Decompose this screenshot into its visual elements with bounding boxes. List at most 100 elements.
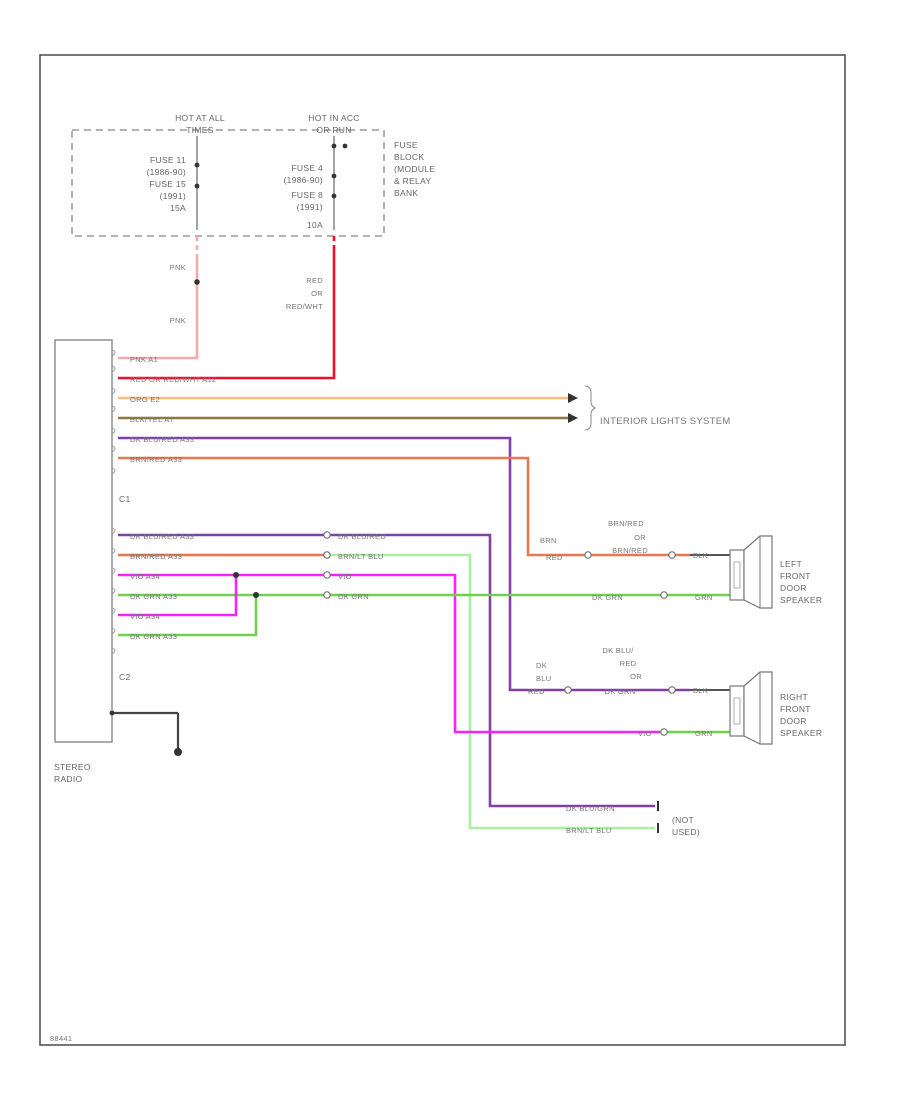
fuse-block-name-4: & RELAY: [394, 176, 431, 186]
fuse-block-name-5: BANK: [394, 188, 418, 198]
right-spk-name-3: DOOR: [780, 716, 807, 726]
c1-bracket: [111, 349, 116, 475]
fuse-b-text-4: (1991): [297, 202, 323, 212]
left-spk-connector-3: [660, 591, 668, 599]
c2-bracket: [111, 527, 116, 655]
right-spk-term-2: VIO: [638, 729, 652, 738]
c1-wire-label-2: RED OR RED/WHT A12: [130, 375, 217, 384]
org-arrow: [568, 393, 578, 403]
right-spk-connector-1: [564, 686, 572, 694]
vio-splice: [233, 572, 239, 578]
hot-in-acc-label-2: OR RUN: [316, 125, 351, 135]
pnk-inline-connector: [194, 279, 200, 285]
right-spk-name-4: SPEAKER: [780, 728, 822, 738]
brn-red-c1-wire: [118, 456, 580, 557]
fuse-b-terminal-b: [342, 143, 348, 149]
fuse-a-text-3: FUSE 15: [149, 179, 186, 189]
left-spk-connector-2: [668, 551, 676, 559]
c2-wire-label-4: DK GRN A33: [130, 592, 177, 601]
fuse-block-name-2: BLOCK: [394, 152, 424, 162]
fuse-a-text-5: 15A: [170, 203, 186, 213]
fuse-block-outline: [71, 129, 385, 237]
fuse-a-terminal-bottom: [194, 183, 200, 189]
radio-name-2: RADIO: [54, 774, 83, 784]
right-speaker-symbol: [729, 671, 773, 745]
fuse-block-name-1: FUSE: [394, 140, 418, 150]
not-used-wire-1: DK BLU/GRN: [566, 804, 615, 813]
right-spk-alt-2: RED: [620, 659, 637, 668]
vio-c2-wire-2: [118, 575, 238, 617]
fuse-a-text-2: (1986-90): [146, 167, 186, 177]
fuse-b-text-3: FUSE 8: [291, 190, 323, 200]
right-spk-wire-in-1: DK: [536, 661, 547, 670]
left-spk-alt-1: BRN/RED: [608, 519, 644, 528]
right-spk-term-2b: GRN: [695, 729, 713, 738]
splice-label-3: VIO: [338, 572, 352, 581]
connector-c1-label: C1: [119, 494, 130, 504]
hot-at-all-times-label-2: TIMES: [186, 125, 214, 135]
fuse-b-text-5: 10A: [307, 220, 323, 230]
dk-blu-red-c2-wire: [118, 533, 655, 808]
red-label-3: RED/WHT: [286, 302, 323, 311]
diagram-frame: [39, 54, 846, 1046]
left-spk-name-2: FRONT: [780, 571, 811, 581]
right-spk-term-1: BLK: [693, 686, 708, 695]
c1-wire-label-6: BRN/RED A33: [130, 455, 182, 464]
fuse-a-text-4: (1991): [160, 191, 186, 201]
dk-grn-splice: [253, 592, 259, 598]
right-spk-connector-2: [668, 686, 676, 694]
fuse-b-terminal-a: [331, 143, 337, 149]
left-spk-term-1: BLK: [693, 551, 708, 560]
splice-label-1: DK BLU/RED: [338, 532, 386, 541]
left-spk-term-2: DK GRN: [592, 593, 623, 602]
c2-wire-label-1: DK BLU/RED A33: [130, 532, 194, 541]
radio-name-1: STEREO: [54, 762, 91, 772]
fuse-b-terminal-top: [331, 173, 337, 179]
c2-wire-label-6: DK GRN A33: [130, 632, 177, 641]
right-spk-connector-3: [660, 728, 668, 736]
red-label-1: RED: [306, 276, 323, 285]
footer-code: 88441: [50, 1034, 72, 1043]
left-spk-name-3: DOOR: [780, 583, 807, 593]
c1-wire-label-5: DK BLU/RED A33: [130, 435, 194, 444]
fuse-b-text-1: FUSE 4: [291, 163, 323, 173]
right-spk-wire-in-3: RED: [528, 687, 545, 696]
left-spk-name-4: SPEAKER: [780, 595, 822, 605]
c1-wire-label-3: ORG E2: [130, 395, 160, 404]
fuse-b-text-2: (1986-90): [283, 175, 323, 185]
vio-c2-wire: [118, 573, 660, 734]
pnk-label-upper: PNK: [170, 263, 186, 272]
left-speaker-symbol: [729, 535, 773, 609]
left-spk-alt-2: OR: [634, 533, 646, 542]
left-spk-connector-1: [584, 551, 592, 559]
splice-label-4: DK GRN: [338, 592, 369, 601]
fuse-a-terminal-top: [194, 162, 200, 168]
fuse-a-text-1: FUSE 11: [150, 155, 186, 165]
right-spk-name-2: FRONT: [780, 704, 811, 714]
connector-c2-label: C2: [119, 672, 130, 682]
not-used-label-1: (NOT: [672, 815, 694, 825]
red-label-2: OR: [311, 289, 323, 298]
dk-grn-c2-wire-2: [118, 595, 258, 637]
ground-symbol: [174, 748, 182, 756]
right-spk-alt-1: DK BLU/: [602, 646, 634, 655]
left-spk-wire-in-1: BRN: [540, 536, 557, 545]
hot-in-acc-label-1: HOT IN ACC: [308, 113, 360, 123]
c1-wire-label-4: BLK/YEL A7: [130, 415, 174, 424]
right-spk-alt-3: OR: [630, 672, 642, 681]
not-used-label-2: USED): [672, 827, 700, 837]
c2-wire-label-5: VIO A34: [130, 612, 160, 621]
not-used-wire-2: BRN/LT BLU: [566, 826, 612, 835]
c1-wire-labels: PNK A1 RED OR RED/WHT A12 ORG E2 BLK/YEL…: [130, 355, 217, 464]
splice-connector-4: [323, 591, 331, 599]
radio-ground-pin: [109, 710, 115, 716]
c2-wire-label-2: BRN/RED A33: [130, 552, 182, 561]
left-spk-alt-3: BRN/RED: [612, 546, 648, 555]
splice-connector-2: [323, 551, 331, 559]
hot-at-all-times-label-1: HOT AT ALL: [175, 113, 225, 123]
c2-wire-label-3: VIO A34: [130, 572, 160, 581]
pnk-label-lower: PNK: [170, 316, 186, 325]
left-spk-term-2b: GRN: [695, 593, 713, 602]
fuse-block-name-3: (MODULE: [394, 164, 435, 174]
